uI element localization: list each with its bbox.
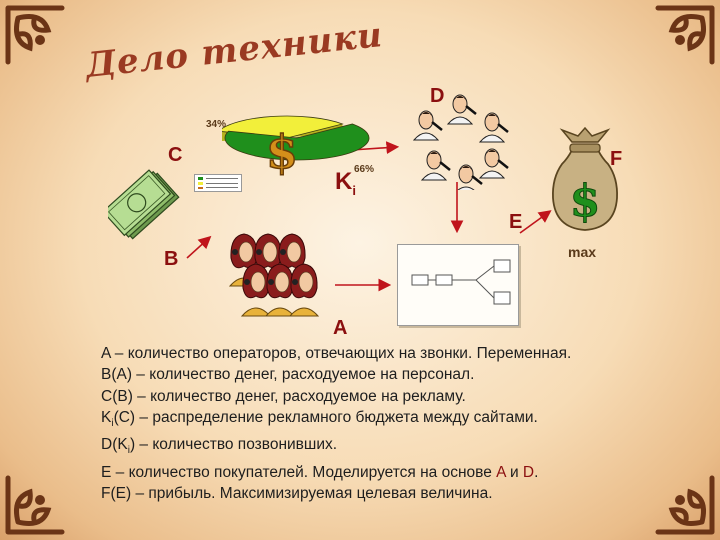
label-b: B xyxy=(164,248,179,270)
label-k: Ki xyxy=(335,168,356,198)
description-line: A – количество операторов, отвечающих на… xyxy=(101,345,572,362)
description-line: F(E) – прибыль. Максимизируемая целевая … xyxy=(101,484,493,502)
label-a: A xyxy=(333,317,348,339)
operator-figure xyxy=(264,263,296,317)
pie-slice xyxy=(222,115,344,139)
label-d: D xyxy=(430,85,445,107)
caller-figure xyxy=(478,112,509,143)
caller-figure xyxy=(420,150,451,181)
label-f: F xyxy=(610,148,623,170)
label-e: E xyxy=(509,211,523,233)
pie-legend xyxy=(194,174,242,192)
pie-label-small: 34% xyxy=(206,119,227,130)
arrow-e-to-f xyxy=(519,210,552,234)
description-line: E – количество покупателей. Моделируется… xyxy=(101,463,539,481)
pie-label-large: 66% xyxy=(354,164,375,175)
money-bag-icon: $ xyxy=(552,126,618,231)
caller-figure xyxy=(457,164,483,190)
description-line: C(B) – количество денег, расходуемое на … xyxy=(101,387,466,405)
flowchart-diagram xyxy=(411,259,511,305)
description-line: Ki(C) – распределение рекламного бюджета… xyxy=(101,408,538,429)
label-c: C xyxy=(168,144,183,166)
label-k-subscript: i xyxy=(352,182,356,198)
dollar-icon: $ xyxy=(266,125,298,179)
pie-chart: $ xyxy=(222,115,370,180)
label-max: max xyxy=(568,244,597,260)
operators-group-icon xyxy=(228,233,320,317)
caller-figure xyxy=(478,148,509,179)
description-line: B(A) – количество денег, расходуемое на … xyxy=(101,366,475,384)
operator-figure xyxy=(288,263,320,317)
caller-figure xyxy=(446,94,477,125)
arrow-b-to-c xyxy=(186,235,212,259)
callers-group-icon xyxy=(412,94,509,190)
bag-dollar-icon: $ xyxy=(570,176,601,227)
description-list: A – количество операторов, отвечающих на… xyxy=(101,343,701,504)
money-stack-icon xyxy=(108,169,180,240)
description-line: D(Ki) – количество позвонивших. xyxy=(101,436,338,457)
pie-slice xyxy=(224,123,370,161)
operator-figure xyxy=(240,263,272,317)
caller-figure xyxy=(412,110,443,141)
arrow-k-to-d xyxy=(351,141,400,155)
flowchart-panel xyxy=(397,244,519,326)
